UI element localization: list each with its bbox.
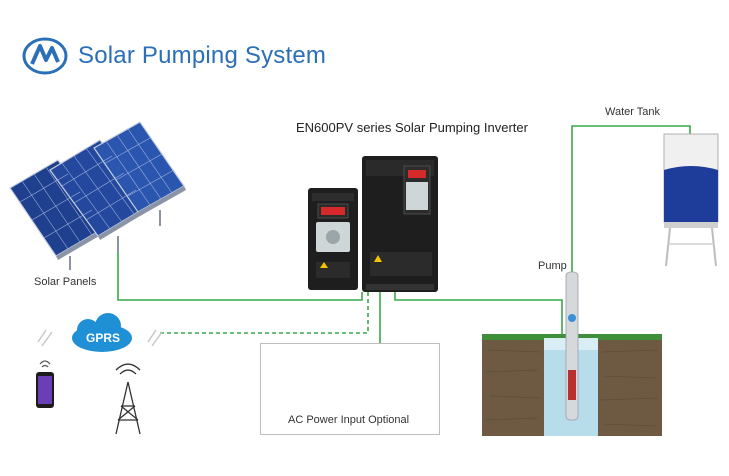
well-ground-illustration [482, 334, 662, 436]
gprs-label: GPRS [86, 331, 121, 345]
submersible-pump-illustration [565, 271, 579, 421]
ac-power-box [260, 343, 440, 435]
solar-panels-illustration [9, 121, 186, 270]
company-logo [22, 36, 68, 76]
small-inverter-illustration [308, 188, 358, 290]
water-tank-illustration [663, 133, 719, 267]
pump-label: Pump [538, 260, 567, 272]
gprs-cloud-icon [72, 313, 132, 352]
logo-mark-icon [22, 37, 68, 75]
page-title: Solar Pumping System [78, 42, 327, 69]
cell-tower-icon [115, 363, 141, 435]
smartphone-icon [36, 360, 54, 408]
inverter-label: EN600PV series Solar Pumping Inverter [296, 120, 528, 135]
water-tank-label: Water Tank [605, 106, 661, 118]
solar-panels-label: Solar Panels [34, 276, 97, 288]
wireless-signal-marks [37, 329, 163, 347]
ac-power-label: AC Power Input Optional [288, 414, 410, 426]
large-inverter-illustration [362, 156, 438, 292]
